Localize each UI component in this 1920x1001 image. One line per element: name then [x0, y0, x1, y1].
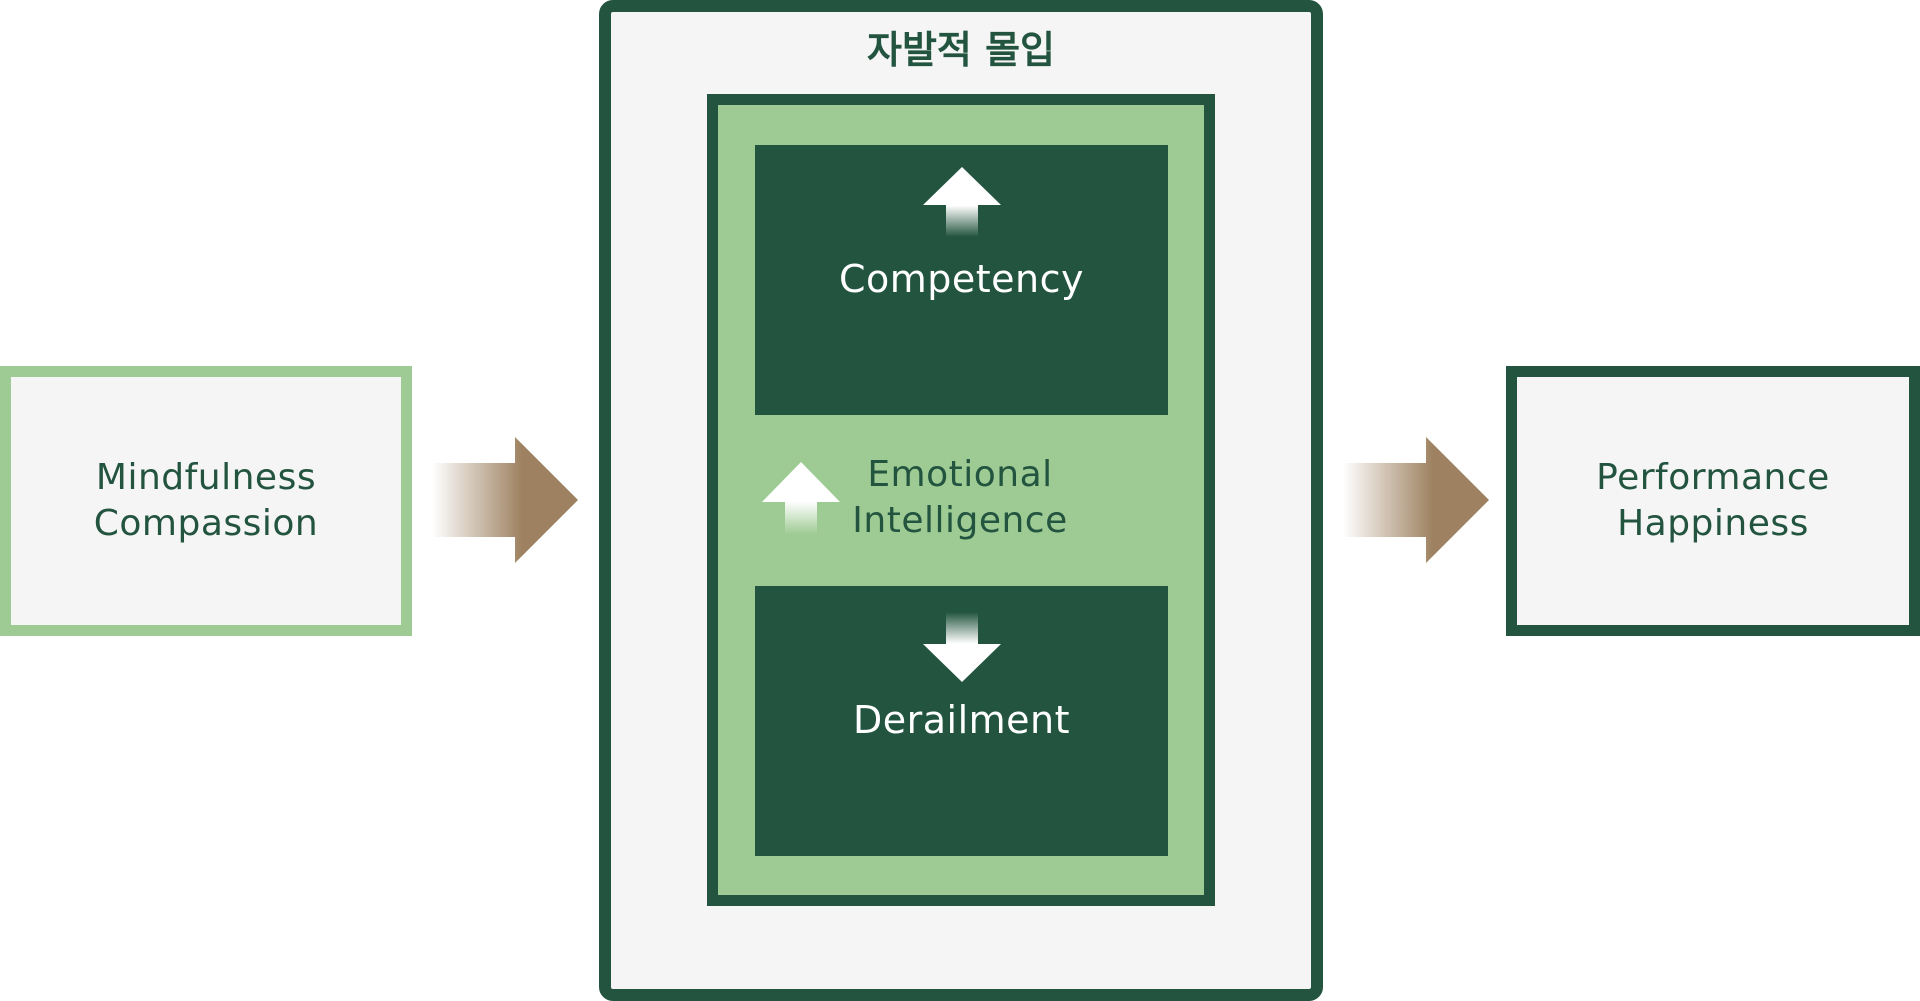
input-box: Mindfulness Compassion [0, 366, 412, 636]
arrow-up-icon [762, 462, 840, 534]
input-line-compassion: Compassion [93, 503, 319, 544]
input-line-mindfulness: Mindfulness [95, 457, 317, 498]
derailment-box: Derailment [755, 586, 1168, 856]
outer-panel-title: 자발적 몰입 [866, 28, 1056, 72]
competency-box: Competency [755, 145, 1168, 415]
arrow-right-icon [432, 437, 578, 563]
arrow-down-icon [923, 612, 1001, 682]
output-box: Performance Happiness [1506, 366, 1920, 636]
ei-line-emotional: Emotional [867, 454, 1053, 495]
emotional-intelligence-text: Emotional Intelligence [840, 452, 1080, 548]
arrow-right-icon [1343, 437, 1489, 563]
derailment-label: Derailment [852, 698, 1071, 742]
output-text: Performance Happiness [1596, 455, 1830, 547]
input-text: Mindfulness Compassion [94, 455, 319, 547]
output-line-performance: Performance [1596, 457, 1830, 498]
ei-line-intelligence: Intelligence [852, 500, 1068, 541]
arrow-up-icon [923, 167, 1001, 237]
competency-label: Competency [838, 257, 1085, 301]
output-line-happiness: Happiness [1617, 503, 1809, 544]
